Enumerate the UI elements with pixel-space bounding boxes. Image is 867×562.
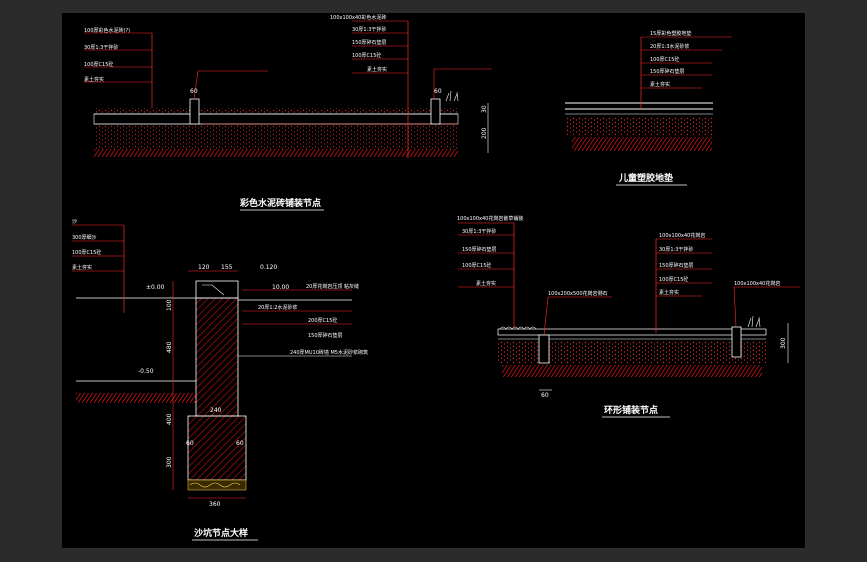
paving-layer bbox=[94, 108, 458, 114]
d2-note-3: 150厚碎石垫层 bbox=[650, 68, 685, 75]
d4-note-right-4: 素土夯实 bbox=[659, 289, 679, 296]
d1-note-top-3: 100厚C15砼 bbox=[352, 52, 381, 59]
coping-stone bbox=[195, 280, 239, 299]
soil-layer bbox=[94, 149, 458, 157]
detail-sandpit: 沙 300厚细沙 100厚C15砼 素土夯实 20厚花岗岩压顶 粘灰缝 20厚1… bbox=[72, 219, 368, 541]
d3-note-left-0: 沙 bbox=[72, 219, 77, 225]
d2-note-1: 20厚1:3水泥砂浆 bbox=[650, 43, 689, 50]
d4-note-top-1: 30厚1:3干拌砂 bbox=[462, 228, 496, 235]
d4-note-right-0: 100x100x40花岗岩 bbox=[659, 232, 705, 239]
d2-title: 儿童塑胶地垫 bbox=[618, 172, 673, 184]
sandpit-gravel-base bbox=[187, 479, 247, 491]
cad-drawing: 100厚彩色水泥砖(?) 30厚1:3干拌砂 100厚C15砼 素土夯实 100… bbox=[72, 14, 800, 541]
d4-edge-note: 100x200x500花岗岩侧石 bbox=[548, 290, 608, 297]
d2-note-4: 素土夯实 bbox=[650, 81, 670, 88]
detail-paving-cement-brick: 100厚彩色水泥砖(?) 30厚1:3干拌砂 100厚C15砼 素土夯实 100… bbox=[84, 14, 492, 211]
d3-dim-240: 240 bbox=[210, 407, 222, 414]
mat-gravel bbox=[565, 117, 713, 135]
d4-note-right-3: 100厚C15砼 bbox=[659, 276, 688, 283]
d3-note-left-2: 100厚C15砼 bbox=[72, 249, 101, 256]
d2-note-0: 15厚彩色塑胶地垫 bbox=[650, 30, 691, 37]
d3-dim-120b: 0.120 bbox=[260, 264, 277, 271]
d3-dim-155: 155 bbox=[221, 264, 233, 271]
drawing-canvas: 100厚彩色水泥砖(?) 30厚1:3干拌砂 100厚C15砼 素土夯实 100… bbox=[62, 13, 805, 548]
mat-soil bbox=[572, 137, 712, 151]
d3-title: 沙坑节点大样 bbox=[194, 527, 248, 539]
d1-note-top-0: 100x100x40彩色水泥砖 bbox=[330, 14, 386, 21]
ring-edge-right bbox=[731, 326, 742, 358]
ring-surface bbox=[497, 328, 767, 336]
detail-rubber-mat: 15厚彩色塑胶地垫 20厚1:3水泥砂浆 100厚C15砼 150厚碎石垫层 素… bbox=[565, 30, 732, 186]
d3-dim-480: 480 bbox=[166, 341, 173, 353]
d4-note-top-0: 100x100x40花岗岩嵌草铺装 bbox=[457, 215, 523, 222]
d3-dim-120a: 120 bbox=[198, 264, 210, 271]
d1-note-left-1: 30厚1:3干拌砂 bbox=[84, 44, 118, 51]
d3-lvl-b: 10.00 bbox=[272, 284, 289, 291]
ring-edge-left bbox=[538, 334, 550, 364]
d3-dim-360: 360 bbox=[209, 501, 221, 508]
d1-note-left-2: 100厚C15砼 bbox=[84, 61, 113, 68]
d1-note-left-3: 素土夯实 bbox=[84, 76, 104, 83]
d1-note-top-4: 素土夯实 bbox=[367, 66, 387, 73]
d3-note-left-3: 素土夯实 bbox=[72, 264, 92, 271]
d4-note-right-2: 150厚碎石垫层 bbox=[659, 262, 694, 269]
d1-dim-h2: 200 bbox=[481, 127, 488, 139]
d4-note-top-3: 100厚C15砼 bbox=[462, 262, 491, 269]
d3-lvl-neg: -0.50 bbox=[138, 368, 154, 375]
d3-note-right-0: 20厚花岗岩压顶 粘灰缝 bbox=[306, 283, 359, 290]
d3-note-right-1: 20厚1:2水泥砂浆 bbox=[258, 304, 297, 311]
d1-note-left-0: 100厚彩色水泥砖(?) bbox=[84, 27, 130, 34]
d1-note-top-2: 150厚碎石垫层 bbox=[352, 39, 387, 46]
d4-dim-300: 300 bbox=[780, 337, 787, 349]
d3-dim-100: 100 bbox=[166, 299, 173, 311]
d1-dim-h1: 30 bbox=[481, 105, 488, 113]
d4-edge-note-right: 100x100x40花岗岩 bbox=[734, 280, 780, 287]
d4-title: 环形铺装节点 bbox=[604, 404, 658, 416]
ring-soil bbox=[502, 365, 762, 377]
d3-note-right-4: 240厚MU10砖墙 M5水泥砂浆砌筑 bbox=[290, 349, 368, 356]
d2-note-2: 100厚C15砼 bbox=[650, 56, 679, 63]
gravel-layer bbox=[94, 124, 458, 149]
d3-lvl-0: ±0.00 bbox=[146, 284, 165, 291]
detail-ring-paving: 100x100x40花岗岩嵌草铺装 30厚1:3干拌砂 150厚碎石垫层 100… bbox=[457, 215, 800, 418]
d3-dim-60b: 60 bbox=[236, 440, 244, 447]
d3-note-right-2: 200厚C15砼 bbox=[308, 317, 337, 324]
d4-note-right-1: 30厚1:3干拌砂 bbox=[659, 246, 693, 253]
sand-layer bbox=[93, 113, 459, 125]
d1-dim-curb: 60 bbox=[190, 88, 198, 95]
d3-dim-60a: 60 bbox=[186, 440, 194, 447]
sandpit-wall bbox=[195, 297, 239, 417]
curb-left bbox=[189, 98, 200, 125]
d1-dim-curb-r: 60 bbox=[434, 88, 442, 95]
sand-fill-soil bbox=[76, 393, 196, 403]
curb-right bbox=[430, 98, 441, 125]
d3-dim-400: 400 bbox=[166, 413, 173, 425]
ring-gravel bbox=[498, 341, 766, 363]
d1-note-top-1: 30厚1:3干拌砂 bbox=[352, 26, 386, 33]
d3-note-left-1: 300厚细沙 bbox=[72, 234, 97, 241]
d3-note-right-3: 150厚碎石垫层 bbox=[308, 332, 343, 339]
d3-dim-300: 300 bbox=[166, 456, 173, 468]
d4-dim-60: 60 bbox=[541, 392, 549, 399]
d4-note-top-2: 150厚碎石垫层 bbox=[462, 246, 497, 253]
d1-title: 彩色水泥砖铺装节点 bbox=[239, 197, 321, 209]
d4-note-top-4: 素土夯实 bbox=[476, 280, 496, 287]
sandpit-footing bbox=[187, 415, 247, 481]
